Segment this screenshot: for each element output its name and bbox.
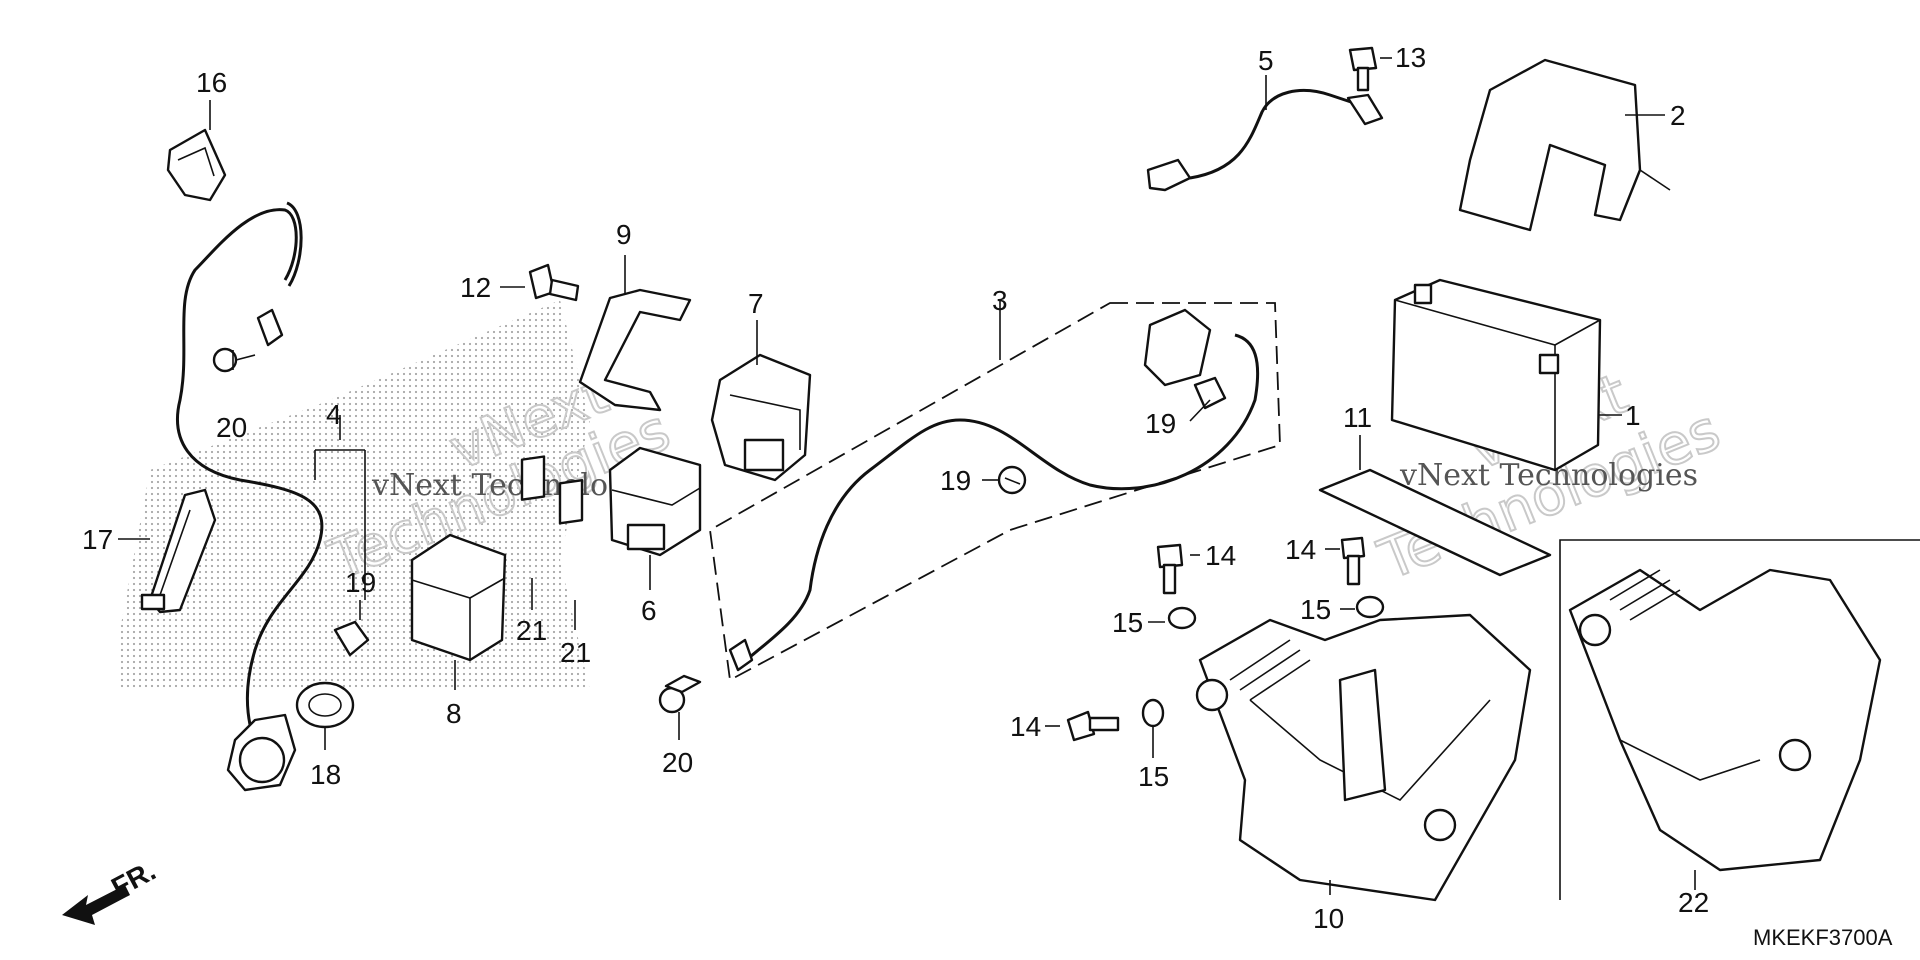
front-direction-arrow: FR. — [62, 855, 161, 925]
leader-lines — [118, 57, 1696, 895]
part-14-bolt-a — [1156, 543, 1184, 595]
callout-13: 13 — [1395, 42, 1426, 73]
part-14-bolt-b — [1340, 536, 1366, 586]
callouts: 16 17 20 4 19 18 12 9 7 6 8 21 21 20 3 1… — [82, 42, 1709, 934]
part-3-cable-assembly — [709, 302, 1281, 682]
part-1-battery — [1390, 278, 1602, 472]
part-20-bolt-middle — [658, 674, 702, 714]
callout-3: 3 — [992, 285, 1008, 316]
callout-18: 18 — [310, 759, 341, 790]
part-12-bolt — [528, 263, 580, 302]
part-14-bolt-c — [1066, 710, 1120, 742]
callout-6: 6 — [641, 595, 657, 626]
callout-21-b: 21 — [560, 637, 591, 668]
callout-16: 16 — [196, 67, 227, 98]
part-22-box-variant — [1568, 568, 1882, 872]
part-17-cover — [140, 488, 217, 614]
part-21-fuse-b — [558, 478, 584, 525]
diagram-code: MKEKF3700A — [1753, 925, 1893, 950]
part-18-band — [295, 681, 355, 729]
callout-8: 8 — [446, 698, 462, 729]
part-21-fuse-a — [520, 455, 546, 501]
callout-12: 12 — [460, 272, 491, 303]
part-5-cable — [1146, 88, 1384, 192]
part-15-washer-b — [1355, 595, 1385, 619]
part-8-box — [410, 533, 507, 662]
part-16-clip — [166, 128, 227, 202]
part-6-relay — [608, 446, 702, 557]
part-13-bolt — [1348, 46, 1378, 92]
inset-frame — [1559, 539, 1920, 900]
callout-7: 7 — [748, 288, 764, 319]
callout-20-middle: 20 — [662, 747, 693, 778]
callout-15-b: 15 — [1300, 594, 1331, 625]
callout-14-a: 14 — [1205, 540, 1236, 571]
part-11-pad — [1318, 468, 1552, 577]
callout-22: 22 — [1678, 887, 1709, 918]
part-19-clip-middle — [997, 465, 1027, 495]
callout-10: 10 — [1313, 903, 1344, 934]
part-2-band — [1458, 58, 1671, 232]
callout-21-a: 21 — [516, 615, 547, 646]
part-15-washer-a — [1167, 606, 1197, 630]
callout-14-b: 14 — [1285, 534, 1316, 565]
callout-4: 4 — [326, 399, 342, 430]
callout-19-middle: 19 — [940, 465, 971, 496]
part-15-washer-c — [1141, 698, 1165, 728]
callout-14-c: 14 — [1010, 711, 1041, 742]
part-10-battery-box — [1195, 613, 1532, 902]
part-20-bolt-left — [212, 347, 256, 373]
callout-19-left: 19 — [345, 567, 376, 598]
part-9-bracket — [578, 288, 692, 412]
callout-17: 17 — [82, 524, 113, 555]
callout-9: 9 — [616, 219, 632, 250]
callout-20-left: 20 — [216, 412, 247, 443]
part-19-clip-left — [333, 620, 370, 657]
callout-5: 5 — [1258, 45, 1274, 76]
part-4-harness — [176, 201, 324, 792]
callout-15-a: 15 — [1112, 607, 1143, 638]
callout-15-c: 15 — [1138, 761, 1169, 792]
callout-1: 1 — [1625, 400, 1641, 431]
callout-2: 2 — [1670, 100, 1686, 131]
callout-19-right: 19 — [1145, 408, 1176, 439]
part-7-cover — [710, 353, 812, 482]
callout-11: 11 — [1343, 402, 1372, 433]
